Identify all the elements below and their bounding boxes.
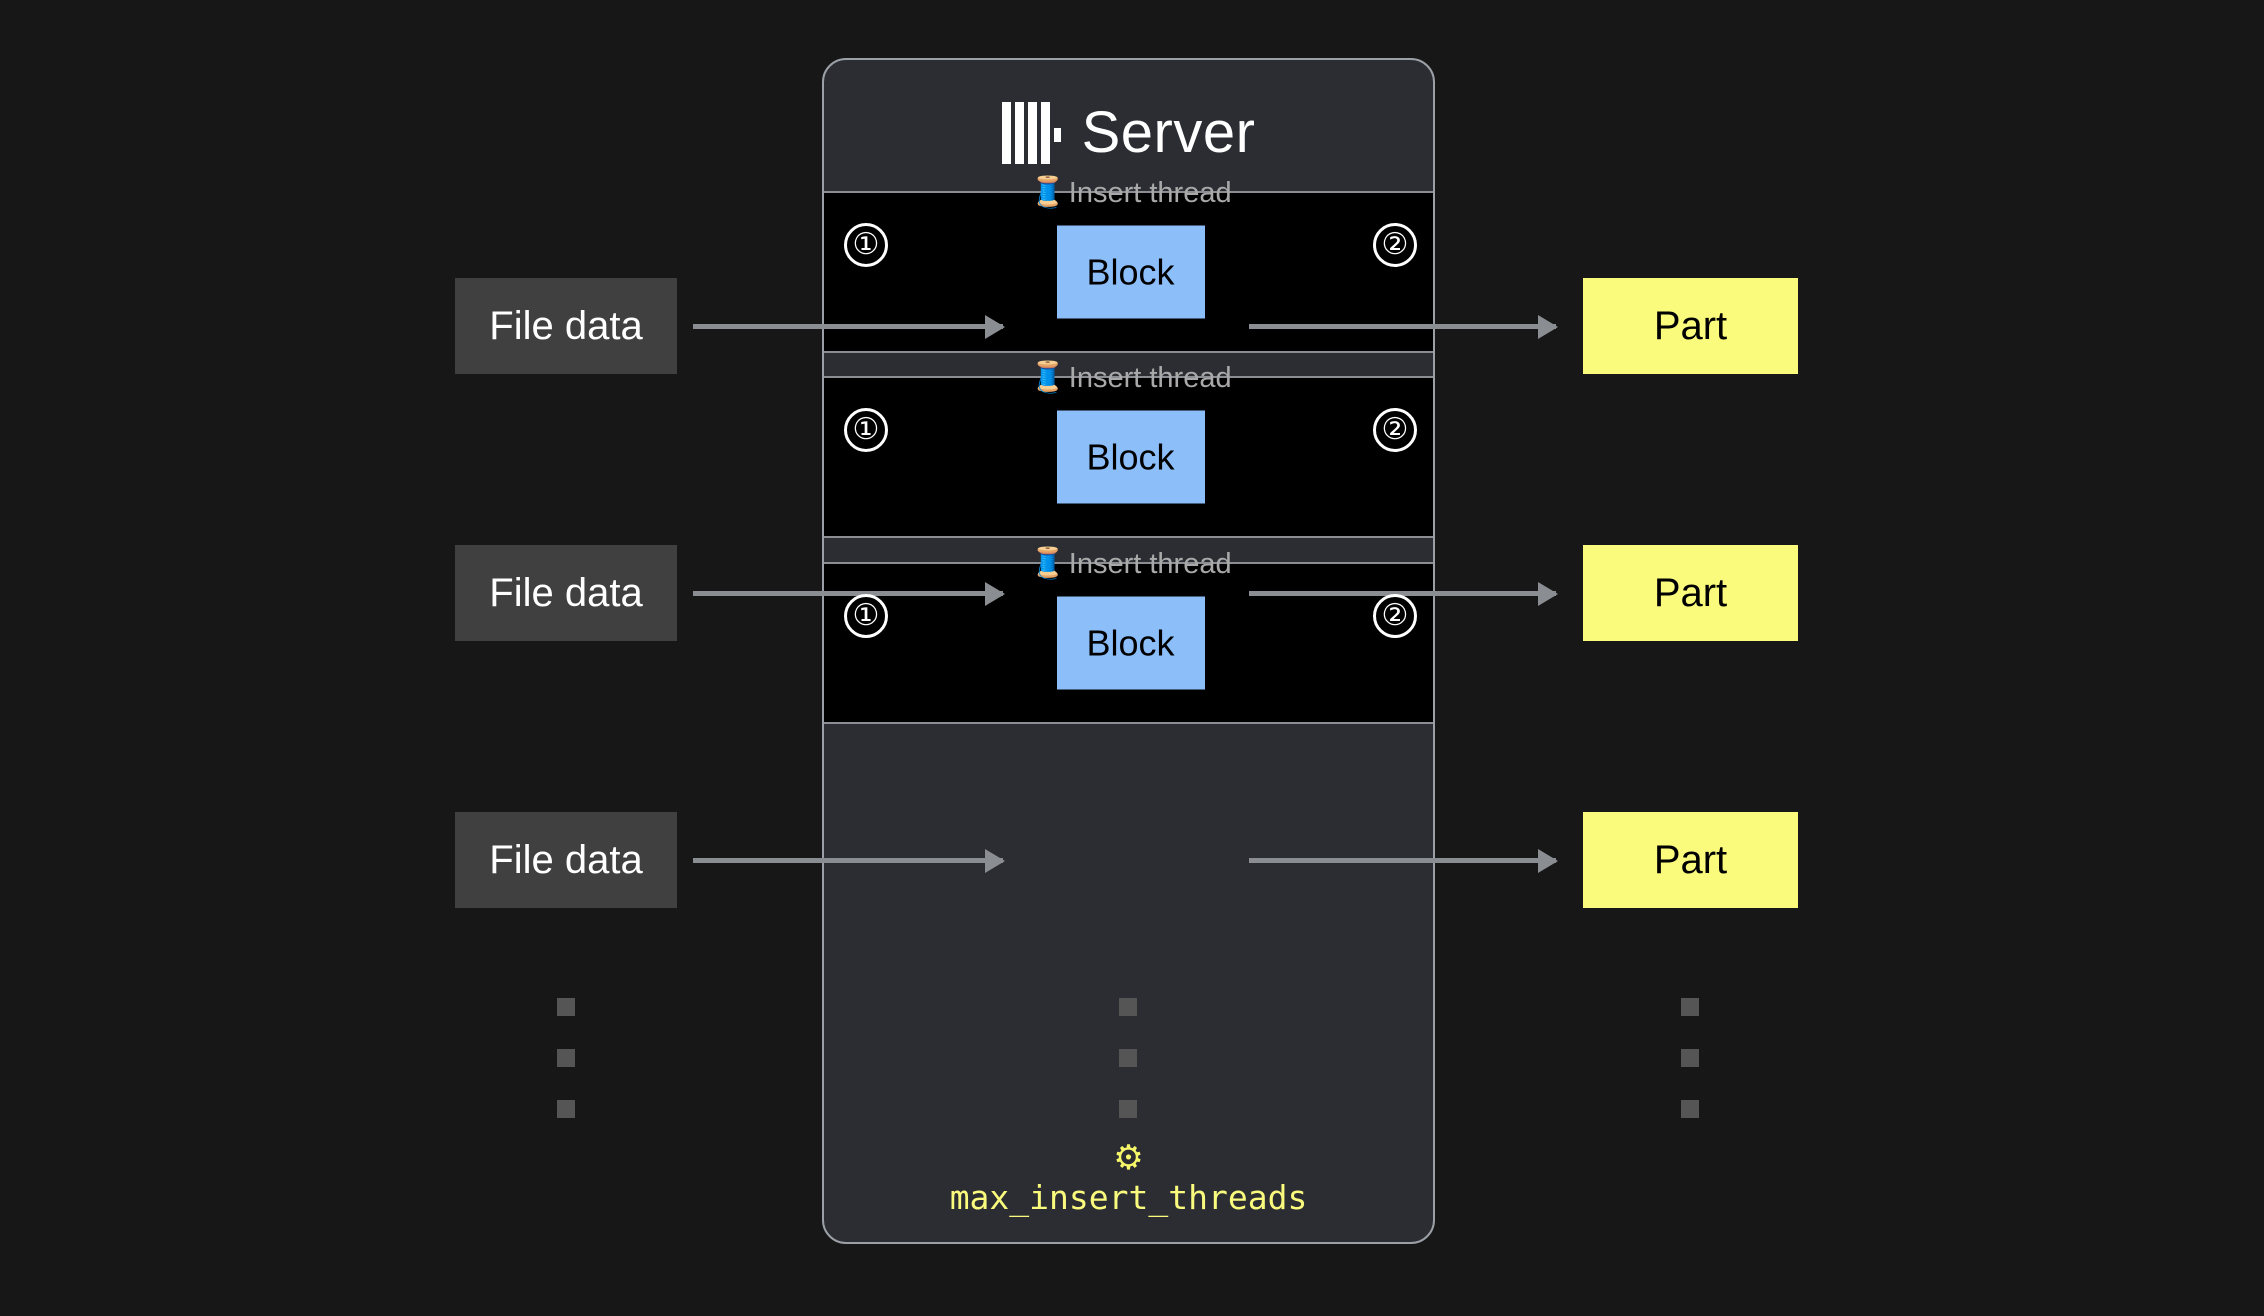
insert-thread-label-text: Insert thread bbox=[1068, 547, 1232, 580]
block-label: Block bbox=[1086, 622, 1175, 663]
gear-icon: ⚙ bbox=[1113, 1139, 1144, 1177]
block-box-lane-1: Block bbox=[1056, 225, 1205, 319]
setting-name-label: max_insert_threads bbox=[949, 1178, 1308, 1217]
arrow-file-to-block-1 bbox=[693, 324, 1003, 329]
step-badge-2-lane-2: ② bbox=[1373, 408, 1417, 452]
step-badge-2-lane-3: ② bbox=[1373, 594, 1417, 638]
file-data-box-2: File data bbox=[455, 545, 677, 641]
insert-thread-lane-3: ① Block ② 🧵 Insert thread bbox=[824, 549, 1433, 724]
part-box-3: Part bbox=[1583, 812, 1798, 908]
block-label: Block bbox=[1086, 251, 1175, 292]
thread-spool-icon: 🧵 bbox=[1029, 361, 1067, 394]
ellipsis-dots-left bbox=[557, 998, 575, 1118]
insert-thread-label-text: Insert thread bbox=[1068, 176, 1232, 209]
part-label: Part bbox=[1653, 571, 1728, 615]
arrow-file-to-block-3 bbox=[693, 858, 1003, 863]
step-badge-2-lane-1: ② bbox=[1373, 223, 1417, 267]
thread-spool-icon: 🧵 bbox=[1029, 176, 1067, 209]
clickhouse-logo-icon bbox=[1001, 102, 1061, 164]
arrow-block-to-part-2 bbox=[1249, 591, 1556, 596]
arrow-file-to-block-2 bbox=[693, 591, 1003, 596]
file-data-box-3: File data bbox=[455, 812, 677, 908]
part-box-1: Part bbox=[1583, 278, 1798, 374]
part-label: Part bbox=[1653, 304, 1728, 348]
step-badge-1-lane-3: ① bbox=[844, 594, 888, 638]
ellipsis-dots-right bbox=[1681, 998, 1699, 1118]
ellipsis-dots-center bbox=[1119, 998, 1137, 1118]
insert-thread-label-2: 🧵 Insert thread bbox=[1027, 363, 1233, 393]
server-title-text: Server bbox=[1081, 100, 1256, 165]
thread-spool-icon: 🧵 bbox=[1029, 547, 1067, 580]
file-data-label: File data bbox=[489, 304, 643, 348]
file-data-label: File data bbox=[489, 838, 643, 882]
max-insert-threads-setting: ⚙ max_insert_threads bbox=[824, 1141, 1433, 1214]
insert-thread-label-1: 🧵 Insert thread bbox=[1027, 178, 1233, 208]
block-box-lane-3: Block bbox=[1056, 596, 1205, 690]
insert-thread-lane-2: ① Block ② 🧵 Insert thread bbox=[824, 363, 1433, 538]
block-box-lane-2: Block bbox=[1056, 410, 1205, 504]
step-badge-1-lane-2: ① bbox=[844, 408, 888, 452]
step-badge-1-lane-1: ① bbox=[844, 223, 888, 267]
block-label: Block bbox=[1086, 436, 1175, 477]
part-label: Part bbox=[1653, 838, 1728, 882]
insert-thread-label-3: 🧵 Insert thread bbox=[1027, 549, 1233, 579]
file-data-box-1: File data bbox=[455, 278, 677, 374]
insert-thread-label-text: Insert thread bbox=[1068, 361, 1232, 394]
arrow-block-to-part-1 bbox=[1249, 324, 1556, 329]
part-box-2: Part bbox=[1583, 545, 1798, 641]
arrow-block-to-part-3 bbox=[1249, 858, 1556, 863]
file-data-label: File data bbox=[489, 571, 643, 615]
server-title: Server bbox=[824, 102, 1433, 164]
